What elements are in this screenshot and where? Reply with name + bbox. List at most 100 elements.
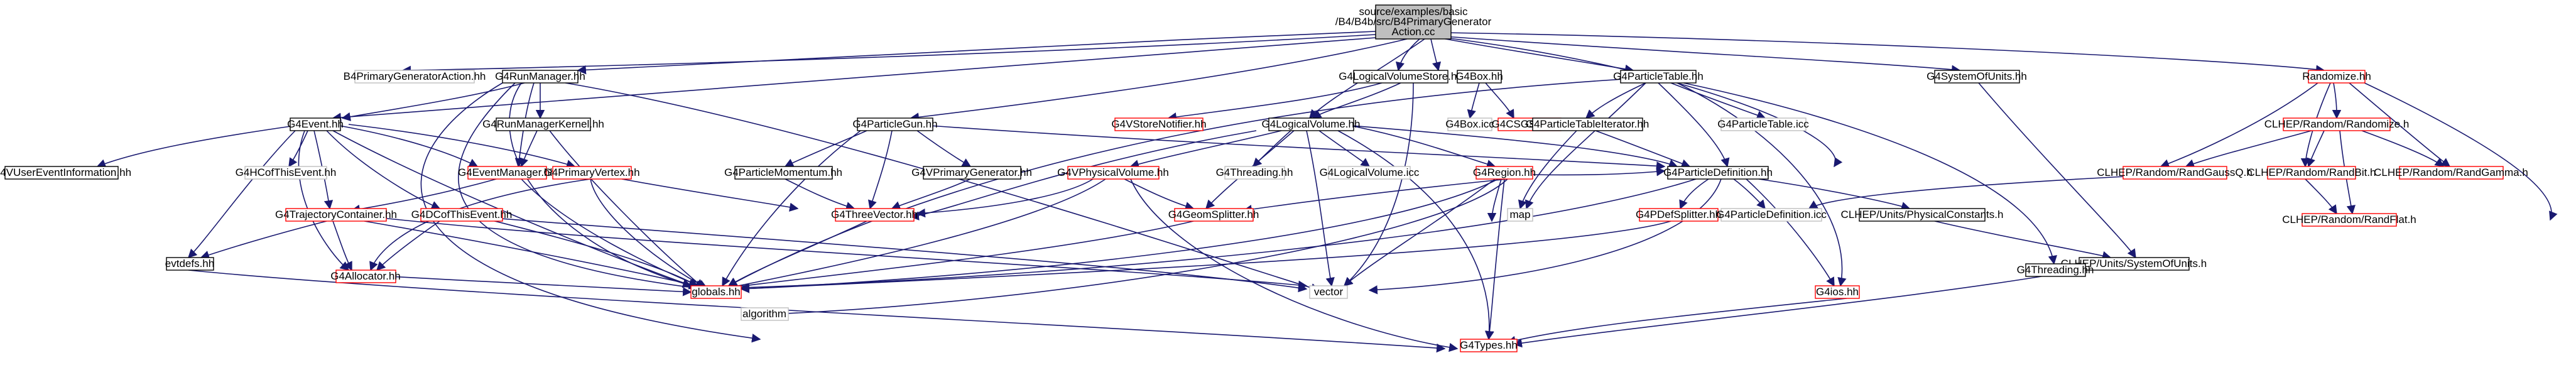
edge bbox=[2361, 130, 2445, 167]
node-evtdefs_hh[interactable]: evtdefs.hh bbox=[165, 257, 214, 271]
edge bbox=[785, 178, 856, 211]
node-CLHEP_PhysicalConstants_h[interactable]: CLHEP/Units/PhysicalConstants.h bbox=[1841, 208, 2004, 222]
node-B4PrimaryGeneratorAction_hh[interactable]: B4PrimaryGeneratorAction.hh bbox=[344, 70, 486, 84]
node-G4ios_hh[interactable]: G4ios.hh bbox=[1815, 285, 1860, 299]
node-label: G4ParticleGun.hh bbox=[852, 118, 937, 130]
node-label: G4EventManager.hh bbox=[458, 166, 556, 178]
edge bbox=[1487, 178, 1502, 222]
node-label: G4Box.icc bbox=[1445, 118, 1494, 130]
node-G4GeomSplitter_hh[interactable]: G4GeomSplitter.hh bbox=[1168, 208, 1259, 222]
node-vector[interactable]: vector bbox=[1309, 285, 1348, 299]
node-G4Box_icc[interactable]: G4Box.icc bbox=[1445, 117, 1494, 131]
edge bbox=[1683, 82, 2057, 265]
edge bbox=[1595, 130, 1691, 168]
edge bbox=[1430, 38, 1442, 72]
edge bbox=[929, 125, 1666, 171]
node-CLHEP_RandBit_h[interactable]: CLHEP/Random/RandBit.h bbox=[2247, 166, 2376, 180]
node-G4VUserEventInformation_hh[interactable]: G4VUserEventInformation.hh bbox=[0, 166, 131, 180]
edge bbox=[590, 178, 708, 288]
edge bbox=[1124, 178, 1195, 211]
node-G4LogicalVolumeStore_hh[interactable]: G4LogicalVolumeStore.hh bbox=[1339, 70, 1463, 84]
node-G4TrajectoryContainer_hh[interactable]: G4TrajectoryContainer.hh bbox=[275, 208, 397, 222]
node-label: map bbox=[1509, 209, 1530, 220]
node-globals_hh[interactable]: globals.hh bbox=[690, 285, 742, 299]
node-CLHEP_RandGamma_h[interactable]: CLHEP/Random/RandGamma.h bbox=[2374, 166, 2528, 180]
edge bbox=[1978, 82, 2136, 259]
node-G4DCofThisEvent_hh[interactable]: G4DCofThisEvent.hh bbox=[411, 208, 513, 222]
node-G4VPrimaryGenerator_hh[interactable]: G4VPrimaryGenerator.hh bbox=[911, 166, 1032, 180]
node-G4Allocator_hh[interactable]: G4Allocator.hh bbox=[330, 269, 401, 283]
node-G4VPhysicalVolume_hh[interactable]: G4VPhysicalVolume.hh bbox=[1057, 166, 1169, 180]
node-label: CLHEP/Units/SystemOfUnits.h bbox=[2061, 258, 2207, 269]
edge bbox=[727, 178, 1106, 291]
node-G4Event_hh[interactable]: G4Event.hh bbox=[287, 117, 344, 131]
node-G4ParticleGun_hh[interactable]: G4ParticleGun.hh bbox=[852, 117, 938, 131]
edge bbox=[1934, 220, 2112, 260]
node-CLHEP_Randomize_h[interactable]: CLHEP/Random/Randomize.h bbox=[2264, 117, 2410, 131]
node-CLHEP_RandFlat_h[interactable]: CLHEP/Random/RandFlat.h bbox=[2282, 213, 2416, 227]
edge bbox=[1318, 130, 1371, 167]
node-algorithm[interactable]: algorithm bbox=[741, 307, 789, 321]
edge bbox=[341, 82, 525, 121]
edge bbox=[1350, 125, 1678, 168]
node-G4Region_hh[interactable]: G4Region.hh bbox=[1473, 166, 1536, 180]
node-G4LogicalVolume_icc[interactable]: G4LogicalVolume.icc bbox=[1320, 166, 1420, 180]
node-G4ParticleMomentum_hh[interactable]: G4ParticleMomentum.hh bbox=[724, 166, 842, 180]
node-label: G4Allocator.hh bbox=[330, 270, 401, 282]
node-map[interactable]: map bbox=[1507, 208, 1533, 222]
node-G4VStoreNotifier_hh[interactable]: G4VStoreNotifier.hh bbox=[1111, 117, 1207, 131]
edge bbox=[1758, 178, 1911, 211]
edge bbox=[549, 130, 705, 288]
node-G4ParticleDefinition_icc[interactable]: G4ParticleDefinition.icc bbox=[1716, 208, 1827, 222]
edge bbox=[477, 216, 1308, 293]
edge bbox=[457, 82, 705, 293]
node-label: G4Threading.hh bbox=[2017, 264, 2094, 276]
node-label: CLHEP/Random/RandGaussQ.h bbox=[2097, 166, 2253, 178]
root-node[interactable]: source/examples/basic /B4/B4b/src/B4Prim… bbox=[1335, 4, 1492, 40]
edge bbox=[1808, 174, 2161, 209]
node-G4LogicalVolume_hh[interactable]: G4LogicalVolume.hh bbox=[1262, 117, 1361, 131]
node-label: G4Box.hh bbox=[1455, 70, 1503, 82]
node-G4Box_hh[interactable]: G4Box.hh bbox=[1455, 70, 1503, 84]
node-G4HCofThisEvent_hh[interactable]: G4HCofThisEvent.hh bbox=[236, 166, 337, 180]
node-G4Threading_hh_top[interactable]: G4Threading.hh bbox=[1216, 166, 1293, 180]
node-G4ParticleTableIterator_hh[interactable]: G4ParticleTableIterator.hh bbox=[1526, 117, 1649, 131]
node-label: CLHEP/Random/RandFlat.h bbox=[2282, 214, 2416, 226]
edge bbox=[784, 130, 867, 167]
node-G4ParticleTable_icc[interactable]: G4ParticleTable.icc bbox=[1717, 117, 1809, 131]
node-G4ThreeVector_hh[interactable]: G4ThreeVector.hh bbox=[831, 208, 918, 222]
node-label: G4HCofThisEvent.hh bbox=[236, 166, 337, 178]
edge bbox=[1670, 82, 1766, 119]
edge bbox=[1506, 298, 1847, 345]
node-CLHEP_RandGaussQ_h[interactable]: CLHEP/Random/RandGaussQ.h bbox=[2097, 166, 2253, 180]
edge bbox=[1167, 82, 1383, 122]
edge bbox=[1532, 167, 1666, 177]
node-label: G4Event.hh bbox=[287, 118, 344, 130]
node-G4PDefSplitter_hh[interactable]: G4PDefSplitter.hh bbox=[1636, 208, 1721, 222]
node-G4RunManagerKernel_hh[interactable]: G4RunManagerKernel.hh bbox=[482, 117, 604, 131]
node-label: G4VPhysicalVolume.hh bbox=[1057, 166, 1169, 178]
edge bbox=[722, 130, 861, 287]
node-G4RunManager_hh[interactable]: G4RunManager.hh bbox=[495, 70, 585, 84]
node-G4ParticleDefinition_hh[interactable]: G4ParticleDefinition.hh bbox=[1663, 166, 1773, 180]
node-label: G4LogicalVolume.hh bbox=[1262, 118, 1361, 130]
node-Randomize_hh[interactable]: Randomize.hh bbox=[2302, 70, 2371, 84]
edge bbox=[1467, 82, 1480, 119]
node-CLHEP_SystemOfUnits_h[interactable]: CLHEP/Units/SystemOfUnits.h bbox=[2061, 257, 2207, 271]
node-G4PrimaryVertex_hh[interactable]: G4PrimaryVertex.hh bbox=[543, 166, 640, 180]
edge bbox=[1343, 178, 1496, 286]
node-G4SystemOfUnits_hh[interactable]: G4SystemOfUnits.hh bbox=[1927, 70, 2027, 84]
node-G4Threading_hh_bottom[interactable]: G4Threading.hh bbox=[2017, 263, 2094, 277]
node-label: CLHEP/Random/RandGamma.h bbox=[2374, 166, 2528, 178]
node-label: G4RunManagerKernel.hh bbox=[482, 118, 604, 130]
node-G4ParticleTable_hh[interactable]: G4ParticleTable.hh bbox=[1613, 70, 1704, 84]
node-label: G4GeomSplitter.hh bbox=[1168, 209, 1259, 220]
node-G4Types_hh[interactable]: G4Types.hh bbox=[1460, 339, 1518, 352]
node-label: Randomize.hh bbox=[2302, 70, 2371, 82]
edge bbox=[1585, 82, 1646, 119]
edge bbox=[565, 82, 1320, 293]
edge bbox=[187, 130, 296, 259]
node-G4EventManager_hh[interactable]: G4EventManager.hh bbox=[458, 166, 556, 180]
edge bbox=[1485, 178, 1505, 340]
edge bbox=[1350, 125, 1496, 169]
